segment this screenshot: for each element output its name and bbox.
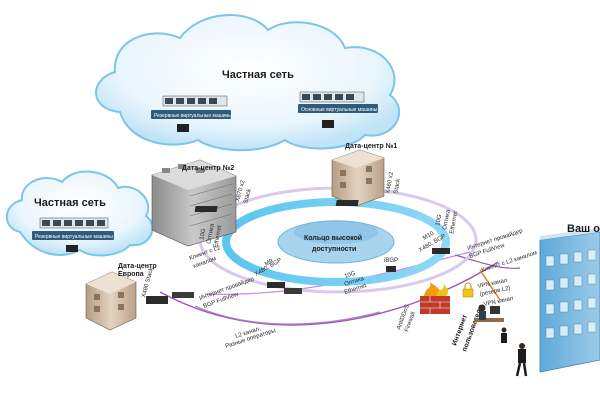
server-rack-icon xyxy=(299,91,365,103)
storage-icon xyxy=(322,120,334,128)
x460-label-1: X460 x2 xyxy=(385,171,395,194)
l2-link-purple xyxy=(159,261,499,326)
x670-label-1: X670 x2 xyxy=(235,179,247,202)
dc2-label: Дата-центр №2 xyxy=(182,164,234,172)
firewall-icon xyxy=(420,282,450,314)
tenG-top-2: Оптика xyxy=(442,209,452,230)
datacenter-1: Дата-центр №1 xyxy=(331,142,397,207)
x460-label-2: Stack xyxy=(393,177,402,194)
user-at-desk-icon xyxy=(474,304,504,322)
client-link xyxy=(454,254,521,269)
server-rack-icon xyxy=(39,217,109,229)
cloud-left-backup-vm: Резервные виртуальные машины xyxy=(35,234,113,240)
your-office: Ваш о xyxy=(539,223,600,373)
m10-label-1: M10 xyxy=(422,230,436,241)
switch-icon xyxy=(194,206,218,212)
dc-europe-label-1: Дата-центр xyxy=(118,263,157,270)
person-icon xyxy=(515,343,528,377)
l2-link-purple-2 xyxy=(194,305,381,325)
switch-icon xyxy=(386,266,396,272)
storage-icon xyxy=(66,245,78,252)
tenG-left-3: Ethernet xyxy=(213,225,223,249)
ring-label-1: Кольцо высокой xyxy=(304,234,362,242)
dc-europe-label-2: Европа xyxy=(118,271,144,278)
ibgp-label: iBGP xyxy=(384,258,398,264)
cloud-top-main-vm: Основные виртуальные машины xyxy=(301,107,378,113)
tenG-top-3: Ethernet xyxy=(449,211,459,235)
tenG-mid-1: 10G xyxy=(344,271,357,280)
storage-icon xyxy=(177,124,189,132)
your-office-label: Ваш о xyxy=(567,223,600,235)
server-rack-icon xyxy=(162,95,228,107)
x670-label-2: Stack xyxy=(243,187,253,204)
ring-label-2: доступности xyxy=(312,246,356,253)
datacenter-europe: Дата-центр Европа xyxy=(85,263,157,331)
cloud-left-title: Частная сеть xyxy=(34,197,106,209)
tenG-left-1: 10G xyxy=(199,228,207,241)
switch-icon xyxy=(146,292,194,304)
cloud-private-top: Частная сеть Резервные виртуальные машин… xyxy=(95,14,401,152)
lock-icon xyxy=(462,282,474,298)
tenG-top-1: 10G xyxy=(435,214,443,227)
datacenter-2: Дата-центр №2 xyxy=(151,159,237,247)
ring-availability: Кольцо высокой доступности xyxy=(198,186,478,294)
dc1-label: Дата-центр №1 xyxy=(345,142,397,150)
switch-icon xyxy=(335,200,359,206)
m9-label-1: M9 xyxy=(264,258,275,268)
cloud-private-left: Частная сеть Резервные виртуальные машин… xyxy=(5,170,154,257)
vpn-link xyxy=(479,269,501,301)
tenG-left-2: Оптика xyxy=(206,223,216,244)
switch-icon xyxy=(267,282,302,294)
cloud-top-title: Частная сеть xyxy=(222,69,294,81)
person-icon xyxy=(501,327,507,343)
cloud-top-backup-vm: Резервные виртуальные машины xyxy=(154,113,232,119)
switch-icon xyxy=(432,248,450,254)
